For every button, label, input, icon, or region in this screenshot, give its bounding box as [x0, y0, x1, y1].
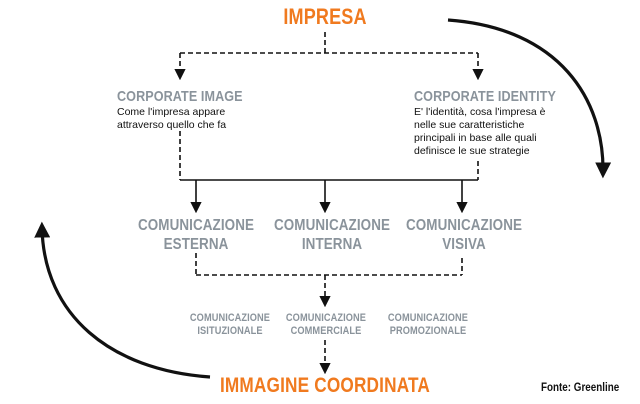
node-line: INTERNA — [301, 236, 363, 253]
node-comunicazione-commerciale: COMUNICAZIONE COMMERCIALE — [284, 312, 368, 338]
curved-arrow-left — [34, 221, 211, 379]
node-comunicazione-interna: COMUNICAZIONE INTERNA — [273, 216, 391, 254]
desc-line: definisce le sue strategie — [414, 145, 530, 157]
node-line: VISIVA — [442, 236, 486, 253]
desc-line: attraverso quello che fa — [117, 119, 227, 131]
node-line: COMUNICAZIONE — [405, 217, 523, 234]
node-comunicazione-istituzionale: COMUNICAZIONE ISITUZIONALE — [188, 312, 272, 338]
curved-arrow-right — [447, 18, 612, 179]
node-line: COMUNICAZIONE — [273, 217, 391, 234]
desc-line: nelle sue caratteristiche — [414, 119, 525, 131]
node-line: COMUNICAZIONE — [285, 312, 367, 324]
node-line: COMUNICAZIONE — [189, 312, 271, 324]
node-line: COMMERCIALE — [290, 325, 362, 337]
node-immagine-coordinata: IMMAGINE COORDINATA — [219, 374, 431, 397]
desc-line: E' l'identità, cosa l'impresa è — [414, 106, 546, 118]
corporate-image-title: CORPORATE IMAGE — [117, 88, 243, 105]
node-comunicazione-promozionale: COMUNICAZIONE PROMOZIONALE — [384, 312, 471, 338]
node-comunicazione-visiva: COMUNICAZIONE VISIVA — [405, 216, 523, 254]
node-impresa: IMPRESA — [283, 4, 367, 29]
corporate-identity-desc: E' l'identità, cosa l'impresa è nelle su… — [414, 106, 583, 158]
node-line: ESTERNA — [163, 236, 229, 253]
desc-line: principali in base alle quali — [414, 132, 537, 144]
node-line: COMUNICAZIONE — [387, 312, 469, 324]
node-line: PROMOZIONALE — [389, 325, 467, 337]
node-corporate-image: CORPORATE IMAGE Come l'impresa appare at… — [117, 88, 267, 132]
desc-line: Come l'impresa appare — [117, 106, 226, 118]
source-credit: Fonte: Greenline — [541, 380, 620, 394]
node-line: ISITUZIONALE — [197, 325, 263, 337]
node-comunicazione-esterna: COMUNICAZIONE ESTERNA — [137, 216, 255, 254]
corporate-image-desc: Come l'impresa appare attraverso quello … — [117, 106, 267, 132]
corporate-identity-title: CORPORATE IDENTITY — [414, 88, 556, 105]
node-corporate-identity: CORPORATE IDENTITY E' l'identità, cosa l… — [414, 88, 583, 158]
node-line: COMUNICAZIONE — [137, 217, 255, 234]
